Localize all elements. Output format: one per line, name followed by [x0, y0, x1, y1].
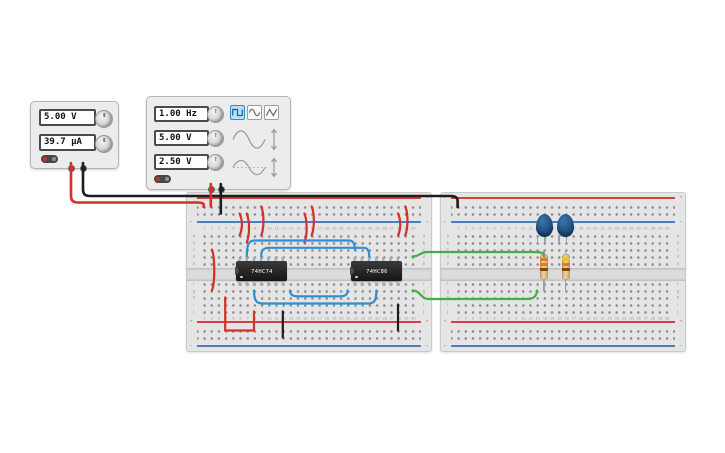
breadboard-right[interactable]: + + − − + + − − 12345678910111213141516171819202…	[440, 192, 686, 352]
function-generator[interactable]: 1.00 Hz 5.00 V 2.50 V	[146, 96, 291, 193]
ic-label: 74HC86	[365, 267, 388, 275]
ic-label: 74HC74	[250, 267, 273, 275]
resistor-band	[561, 258, 570, 261]
rail-polarity-symbol: −	[443, 344, 447, 349]
rail-polarity-symbol: +	[425, 319, 429, 324]
resistor-2[interactable]	[561, 249, 570, 291]
ic-74hc74[interactable]: 74HC74	[235, 256, 287, 286]
ic-74hc86[interactable]: 74HC86	[350, 256, 402, 286]
offset-value: 2.50 V	[159, 157, 192, 167]
offset-diagram	[232, 157, 277, 178]
capacitor-body	[535, 214, 553, 237]
positive-terminal[interactable]	[68, 165, 75, 172]
rail-polarity-symbol: +	[679, 195, 683, 200]
voltage-knob[interactable]	[95, 110, 113, 128]
current-knob[interactable]	[95, 135, 113, 153]
power-rail-top[interactable]: + + − −	[190, 195, 429, 225]
rail-polarity-symbol: −	[189, 344, 193, 349]
resistor-lead	[564, 279, 567, 291]
power-switch[interactable]	[41, 155, 58, 163]
triangle-wave-button[interactable]	[264, 105, 279, 120]
power-switch[interactable]	[154, 175, 171, 183]
terminal-grid-bottom[interactable]	[201, 281, 417, 316]
voltage-display: 5.00 V	[39, 109, 96, 126]
rail-polarity-symbol: +	[425, 195, 429, 200]
resistor-lead	[543, 279, 545, 291]
ground-terminal[interactable]	[218, 186, 225, 193]
ic-notch	[350, 267, 354, 275]
capacitor-body	[557, 214, 575, 237]
current-display: 39.7 µA	[39, 134, 96, 151]
signal-terminal[interactable]	[208, 186, 215, 193]
rail-polarity-symbol: +	[443, 319, 447, 324]
rail-polarity-symbol: −	[425, 220, 429, 225]
resistor-lead	[564, 249, 567, 256]
resistor-band	[561, 263, 570, 266]
square-wave-icon	[232, 108, 243, 117]
power-rail-bottom[interactable]: + + − −	[190, 319, 429, 349]
resistor-band	[561, 268, 570, 271]
offset-knob[interactable]	[207, 154, 224, 171]
frequency-value: 1.00 Hz	[159, 109, 197, 119]
resistor-band	[540, 258, 548, 261]
capacitor-leg	[536, 235, 539, 243]
amplitude-diagram	[232, 128, 277, 151]
resistor-body	[561, 254, 570, 280]
rail-polarity-symbol: +	[443, 195, 447, 200]
amplitude-knob[interactable]	[207, 130, 224, 147]
power-rail-bottom[interactable]: + + − −	[444, 319, 683, 349]
negative-terminal[interactable]	[80, 165, 87, 172]
ic-notch	[235, 267, 239, 275]
sine-wave-icon	[248, 108, 261, 117]
amplitude-value: 5.00 V	[159, 133, 192, 143]
sine-wave-button[interactable]	[247, 105, 262, 120]
triangle-wave-icon	[265, 108, 278, 117]
rail-polarity-symbol: −	[679, 220, 683, 225]
pin1-dot	[240, 275, 243, 278]
rail-polarity-symbol: −	[443, 220, 447, 225]
resistor-band	[540, 263, 548, 266]
capacitor-leg	[543, 235, 546, 243]
power-supply[interactable]: 5.00 V 39.7 µA	[30, 101, 119, 172]
current-value: 39.7 µA	[44, 137, 82, 147]
resistor-band	[540, 268, 548, 271]
rail-polarity-symbol: +	[189, 319, 193, 324]
rail-polarity-symbol: +	[189, 195, 193, 200]
rail-polarity-symbol: −	[679, 344, 683, 349]
pin1-dot	[355, 275, 358, 278]
capacitor-leg	[558, 235, 560, 243]
rail-polarity-symbol: −	[189, 220, 193, 225]
voltage-value: 5.00 V	[44, 112, 77, 122]
resistor-1[interactable]	[540, 249, 548, 291]
capacitor-1[interactable]	[535, 214, 553, 243]
frequency-knob[interactable]	[207, 106, 224, 123]
offset-display: 2.50 V	[154, 154, 209, 170]
capacitor-leg	[565, 235, 568, 243]
amplitude-display: 5.00 V	[154, 130, 209, 146]
square-wave-button[interactable]	[230, 105, 245, 120]
rail-polarity-symbol: −	[425, 344, 429, 349]
resistor-body	[540, 254, 548, 280]
capacitor-2[interactable]	[557, 214, 575, 243]
frequency-display: 1.00 Hz	[154, 106, 209, 122]
rail-polarity-symbol: +	[679, 319, 683, 324]
